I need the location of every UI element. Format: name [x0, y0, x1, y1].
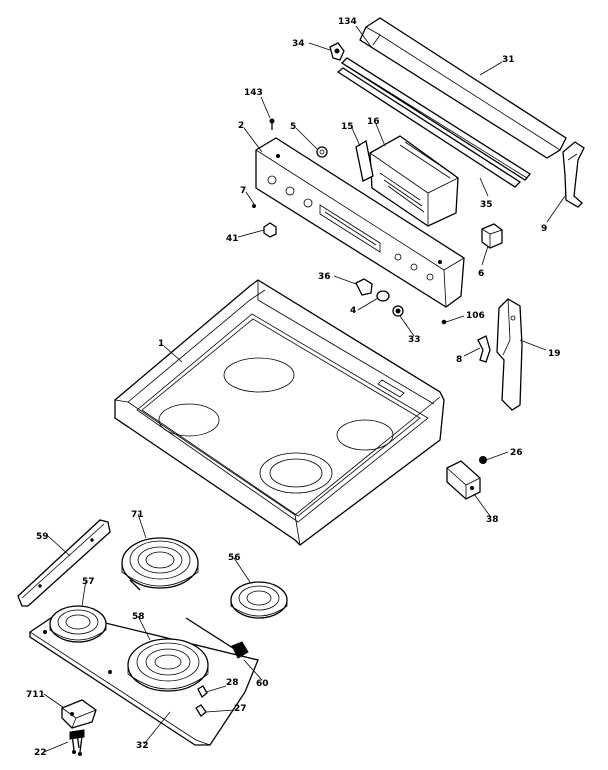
screw-106 — [441, 319, 447, 325]
label-1: 1 — [158, 339, 164, 349]
label-4: 4 — [350, 306, 356, 316]
surface-unit-large-front — [127, 638, 209, 692]
screw-28 — [197, 685, 208, 699]
label-35: 35 — [480, 200, 493, 210]
label-58: 58 — [132, 612, 145, 622]
wire-clip — [61, 699, 97, 729]
screw-small — [252, 204, 256, 208]
label-31: 31 — [502, 55, 515, 65]
label-7: 7 — [240, 186, 246, 196]
label-2: 2 — [238, 121, 244, 131]
spring-clip — [392, 305, 404, 317]
label-26: 26 — [510, 448, 523, 458]
label-59: 59 — [36, 532, 49, 542]
label-60: 60 — [256, 679, 269, 689]
label-41: 41 — [226, 234, 239, 244]
terminal-block — [446, 460, 481, 500]
surface-unit-small-left — [49, 605, 107, 643]
label-38: 38 — [486, 515, 499, 525]
label-143: 143 — [244, 88, 263, 98]
side-bracket — [496, 298, 523, 411]
label-6: 6 — [478, 269, 484, 279]
label-34: 34 — [292, 39, 305, 49]
label-711: 711 — [26, 690, 45, 700]
screw — [269, 118, 275, 130]
bracket — [355, 139, 374, 182]
surface-unit-small-right — [230, 581, 288, 619]
end-trim-strip — [340, 57, 531, 181]
knob-small — [316, 146, 328, 158]
label-57: 57 — [82, 577, 95, 587]
control-panel — [255, 137, 465, 308]
nut — [479, 456, 487, 464]
label-15: 15 — [341, 122, 354, 132]
knob-base — [355, 278, 373, 296]
label-71: 71 — [131, 510, 144, 520]
indicator-light — [263, 222, 277, 238]
end-cap — [562, 141, 585, 208]
label-56: 56 — [228, 553, 241, 563]
trim-rail — [336, 67, 522, 188]
label-134: 134 — [338, 17, 357, 27]
label-8: 8 — [456, 355, 462, 365]
label-22: 22 — [34, 748, 47, 758]
wire-harness — [69, 729, 85, 756]
label-16: 16 — [367, 117, 380, 127]
cooktop — [114, 279, 445, 546]
leader-lines — [43, 25, 566, 753]
clip — [329, 42, 345, 61]
label-9: 9 — [541, 224, 547, 234]
label-5: 5 — [290, 122, 296, 132]
surface-unit-large — [121, 537, 199, 591]
label-36: 36 — [318, 272, 331, 282]
label-33: 33 — [408, 335, 421, 345]
receptacle — [185, 617, 249, 659]
switch — [481, 223, 503, 249]
label-28: 28 — [226, 678, 239, 688]
label-106: 106 — [466, 311, 485, 321]
label-32: 32 — [136, 741, 149, 751]
hinge-bracket — [477, 335, 491, 363]
label-27: 27 — [234, 704, 247, 714]
backguard-trim — [359, 17, 567, 159]
part-labels: 134 34 31 143 2 5 15 16 35 9 7 41 6 36 4… — [26, 17, 561, 758]
support-rail — [17, 519, 111, 607]
label-19: 19 — [548, 349, 561, 359]
knob — [376, 290, 390, 302]
